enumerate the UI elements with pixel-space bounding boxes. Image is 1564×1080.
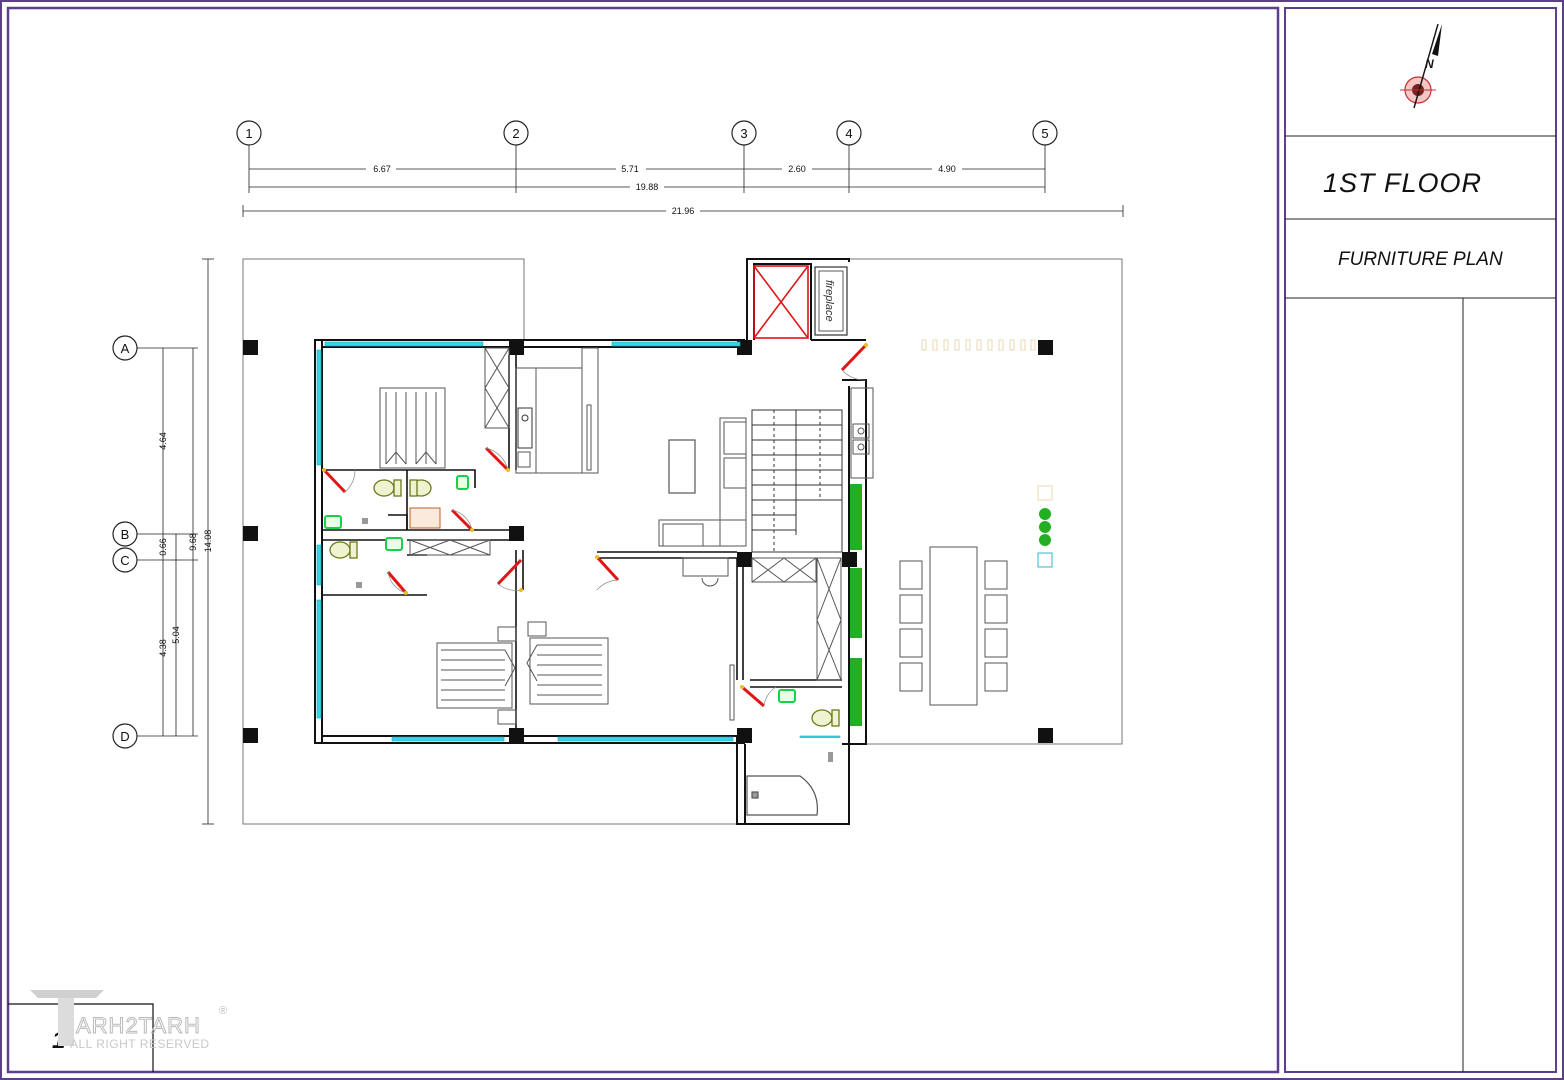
beds-bedroom-2 bbox=[436, 621, 735, 725]
svg-text:D: D bbox=[120, 729, 129, 744]
doors bbox=[322, 343, 868, 708]
toilet-icon bbox=[329, 479, 840, 727]
vertical-dimension-labels: 4.64 0.66 4.38 5.04 9.68 14.08 bbox=[158, 432, 213, 657]
structural-columns bbox=[243, 340, 1053, 743]
coffee-table bbox=[668, 439, 696, 494]
grid-bubble-col-2: 2 bbox=[503, 120, 529, 146]
brand-logo: ARH2TARH ALL RIGHT RESERVED ® bbox=[30, 990, 227, 1051]
grid-row-bubbles: A B C D bbox=[112, 335, 138, 749]
grid-bubble-row-c: C bbox=[112, 547, 138, 573]
floor-title: 1ST FLOOR bbox=[1323, 168, 1482, 198]
dim-row-b-c: 0.66 bbox=[158, 538, 168, 556]
registered-mark: ® bbox=[219, 1005, 227, 1017]
svg-text:C: C bbox=[120, 553, 129, 568]
vertical-dimensions bbox=[137, 258, 214, 825]
drawing-type-title: FURNITURE PLAN bbox=[1338, 249, 1503, 270]
grid-column-bubbles: 1 2 3 4 5 bbox=[236, 120, 1058, 146]
dim-col-4-5: 4.90 bbox=[938, 164, 956, 174]
slab-outline bbox=[242, 258, 1123, 825]
elevator-shaft bbox=[753, 265, 809, 339]
planter-icon bbox=[850, 484, 862, 726]
north-label: N bbox=[1425, 57, 1434, 71]
dining-table bbox=[899, 546, 1008, 706]
grid-bubble-row-d: D bbox=[112, 723, 138, 749]
grid-bubble-row-a: A bbox=[112, 335, 138, 361]
windows bbox=[316, 341, 841, 742]
dim-row-a-b: 4.64 bbox=[158, 432, 168, 450]
grid-bubble-col-4: 4 bbox=[836, 120, 862, 146]
shower-tray bbox=[409, 507, 441, 529]
horizontal-dimension-labels: 6.67 5.71 2.60 4.90 19.88 21.96 bbox=[366, 164, 962, 216]
tv-console bbox=[682, 557, 729, 587]
terrace-markers bbox=[921, 339, 1053, 568]
washbasin-icon bbox=[324, 475, 796, 703]
brand-rights: ALL RIGHT RESERVED bbox=[70, 1037, 210, 1051]
dim-row-b-d: 5.04 bbox=[171, 626, 181, 644]
grid-bubble-col-3: 3 bbox=[731, 120, 757, 146]
svg-text:A: A bbox=[121, 341, 130, 356]
staircase bbox=[751, 409, 843, 553]
sofa-l-shaped bbox=[658, 417, 747, 547]
dim-col-2-3: 5.71 bbox=[621, 164, 639, 174]
dim-row-c-d: 4.38 bbox=[158, 639, 168, 657]
dim-row-a-d: 9.68 bbox=[188, 533, 198, 551]
svg-text:5: 5 bbox=[1041, 126, 1048, 141]
fireplace: fireplace bbox=[814, 266, 848, 336]
grid-bubble-row-b: B bbox=[112, 521, 138, 547]
svg-text:1: 1 bbox=[245, 126, 252, 141]
kitchen-sink-terrace bbox=[850, 387, 874, 479]
svg-text:B: B bbox=[121, 527, 130, 542]
svg-text:3: 3 bbox=[740, 126, 747, 141]
svg-text:2: 2 bbox=[512, 126, 519, 141]
grid-bubble-col-1: 1 bbox=[236, 120, 262, 146]
closet-bedroom-1 bbox=[484, 347, 510, 429]
plant-pots bbox=[1039, 508, 1051, 546]
dim-total-width: 21.96 bbox=[672, 206, 695, 216]
north-arrow-icon: N bbox=[1400, 23, 1442, 109]
svg-text:4: 4 bbox=[845, 126, 852, 141]
closet-hallway bbox=[409, 539, 491, 556]
dim-col-1-2: 6.67 bbox=[373, 164, 391, 174]
exterior-walls bbox=[314, 258, 867, 825]
dim-total-depth: 14.08 bbox=[203, 530, 213, 553]
grid-bubble-col-5: 5 bbox=[1032, 120, 1058, 146]
bath-accessories bbox=[356, 518, 833, 762]
title-block: 1ST FLOOR FURNITURE PLAN bbox=[1285, 135, 1556, 1072]
kitchen-counters bbox=[515, 347, 599, 474]
bed-bedroom-1 bbox=[379, 387, 446, 469]
fireplace-label: fireplace bbox=[823, 280, 835, 322]
bathtub bbox=[746, 775, 818, 816]
dim-partial-total: 19.88 bbox=[636, 182, 659, 192]
dim-col-3-4: 2.60 bbox=[788, 164, 806, 174]
closet-stair-hall bbox=[751, 557, 842, 681]
brand-name: ARH2TARH bbox=[76, 1013, 201, 1038]
